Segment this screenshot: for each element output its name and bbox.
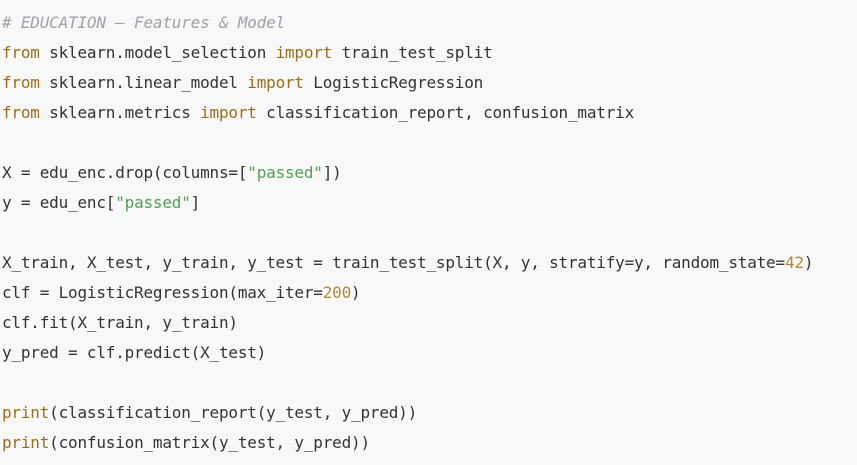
code-token-plain: ) [803,253,814,272]
code-token-plain: X_train, X_test, y_train, y_test = train… [2,253,785,272]
code-line: from sklearn.model_selection import trai… [2,38,857,68]
code-token-plain: clf.fit(X_train, y_train) [2,313,238,332]
code-line: # EDUCATION — Features & Model [2,8,857,38]
code-token-plain: sklearn.metrics [39,103,201,122]
code-token-plain: sklearn.linear_model [39,73,248,92]
code-line: X_train, X_test, y_train, y_test = train… [2,248,857,278]
code-token-string: "passed" [115,193,191,212]
code-token-number: 200 [322,283,352,302]
code-token-keyword: print [2,433,50,452]
code-editor[interactable]: # EDUCATION — Features & Model from sklea… [2,8,857,458]
code-line: X = edu_enc.drop(columns=["passed"]) [2,158,857,188]
code-token-plain: (classification_report(y_test, y_pred)) [49,403,418,422]
code-line: print(classification_report(y_test, y_pr… [2,398,857,428]
code-token-number: 42 [784,253,804,272]
code-token-plain: y = edu_enc[ [2,193,116,212]
code-token-plain: (confusion_matrix(y_test, y_pred)) [49,433,370,452]
code-token-plain: X = edu_enc.drop(columns=[ [2,163,248,182]
code-line: from sklearn.linear_model import Logisti… [2,68,857,98]
code-line [2,218,857,248]
code-token-keyword: from [2,43,40,62]
code-token-plain: ]) [322,163,342,182]
code-token-plain: LogisticRegression [303,73,484,92]
code-line: from sklearn.metrics import classificati… [2,98,857,128]
code-line: clf.fit(X_train, y_train) [2,308,857,338]
code-token-keyword: print [2,403,50,422]
code-token-plain: clf = LogisticRegression(max_iter= [2,283,323,302]
code-token-keyword: from [2,73,40,92]
code-line: clf = LogisticRegression(max_iter=200) [2,278,857,308]
code-token-comment: # EDUCATION — Features & Model [2,13,285,32]
code-line: y_pred = clf.predict(X_test) [2,338,857,368]
code-line [2,128,857,158]
code-token-keyword: import [200,103,257,122]
code-line: print(confusion_matrix(y_test, y_pred)) [2,428,857,458]
code-token-plain: sklearn.model_selection [39,43,276,62]
code-line: y = edu_enc["passed"] [2,188,857,218]
code-token-string: "passed" [247,163,323,182]
code-token-keyword: import [247,73,304,92]
code-line [2,368,857,398]
code-token-keyword: import [275,43,333,62]
code-token-plain: y_pred = clf.predict(X_test) [2,343,267,362]
code-token-plain: ) [351,283,361,302]
code-token-plain: train_test_split [332,43,493,62]
code-token-plain: classification_report, confusion_matrix [256,103,635,122]
code-token-keyword: from [2,103,40,122]
code-token-plain: ] [190,193,201,212]
